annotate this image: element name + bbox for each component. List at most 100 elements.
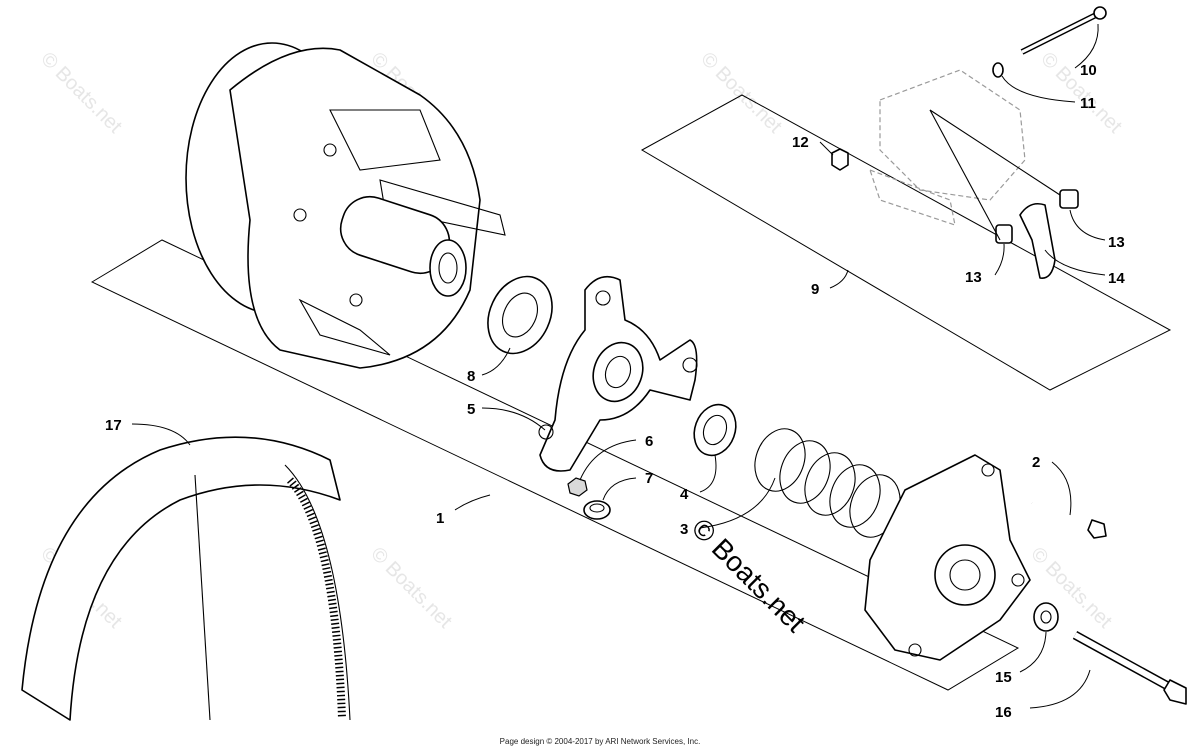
leader-7 [602, 477, 637, 501]
sheave-hub-end [429, 239, 467, 297]
leader-16 [1029, 669, 1091, 709]
leader-8 [481, 347, 511, 376]
belt-edge [194, 474, 211, 721]
callout-13: 13 [965, 269, 982, 286]
page-footer: Page design © 2004-2017 by ARI Network S… [499, 737, 701, 746]
callout-1: 1 [436, 510, 444, 527]
callout-2: 2 [1032, 454, 1040, 471]
leader-2 [1051, 461, 1072, 516]
washer-inner [1040, 610, 1052, 624]
spider-pin-hole [682, 357, 698, 373]
leader-10 [1074, 23, 1099, 69]
bolt-head [1163, 679, 1187, 705]
watermark-text: © Boats.net [36, 48, 126, 138]
leader-3 [699, 477, 776, 529]
washer-inner [501, 292, 539, 338]
assembly-line [929, 109, 1001, 241]
plate-13-a [1059, 189, 1079, 209]
callout-9: 9 [811, 281, 819, 298]
washer-8 [487, 275, 553, 355]
belt-cogs-edge [284, 464, 351, 721]
cap-rim [583, 500, 611, 520]
nut-12 [831, 148, 849, 171]
callout-8: 8 [467, 368, 475, 385]
assembly-line [929, 109, 1061, 196]
sheave-bolt-hole [349, 293, 363, 307]
bolt-10-head [1093, 6, 1107, 20]
spider-5 [538, 275, 698, 472]
spring-coil [829, 464, 881, 528]
bushing-4 [693, 403, 737, 457]
cover-plate [864, 454, 1031, 661]
plate-13-b [995, 224, 1013, 244]
cap-screw-2 [1031, 501, 1107, 539]
ghost-arm [879, 69, 1026, 201]
leader-14 [1044, 249, 1106, 276]
ghost-arm [869, 168, 956, 226]
callout-6: 6 [645, 433, 653, 450]
washer-15 [1033, 602, 1059, 632]
callout-4: 4 [680, 486, 689, 503]
callout-7: 7 [645, 470, 653, 487]
callout-labels: 1 2 3 4 5 6 7 8 9 10 11 12 13 13 14 15 1… [105, 62, 1125, 721]
sheave-arm [298, 298, 391, 356]
screw-head [1087, 519, 1107, 539]
leader-12 [819, 141, 834, 156]
bushing-outer [693, 403, 737, 457]
button-6 [567, 477, 588, 497]
leader-13b [994, 243, 1005, 276]
cap-7 [583, 500, 611, 520]
cover-bolt-hole [908, 643, 922, 657]
leader-15 [1019, 631, 1047, 673]
bolt-10-fill [1021, 12, 1099, 54]
leader-5 [481, 407, 546, 431]
cover-bolt-hole [1011, 573, 1025, 587]
spider-bore [604, 355, 632, 389]
spider-hub [592, 341, 644, 403]
leader-17 [131, 423, 191, 446]
belt-cogs [286, 477, 346, 719]
bolt-shank [1073, 632, 1177, 693]
drive-belt-17 [21, 436, 351, 721]
leader-11 [1001, 75, 1076, 103]
bushing-inner [702, 414, 728, 446]
spring-coil [804, 452, 856, 516]
callout-17: 17 [105, 417, 122, 434]
cover-bolt-hole [981, 463, 995, 477]
main-watermark: © Boats.net [686, 512, 812, 638]
assembly-frame-9 [640, 94, 1172, 391]
screw-shank-fill [1031, 501, 1093, 529]
callout-3: 3 [680, 521, 688, 538]
callout-15: 15 [995, 669, 1012, 686]
callout-16: 16 [995, 704, 1012, 721]
button-body [567, 477, 588, 497]
sheave-bolt-hole [293, 208, 307, 222]
spring-3 [754, 428, 901, 538]
sheave-arm [329, 109, 441, 171]
leader-1 [454, 494, 491, 511]
weight-14 [1019, 202, 1056, 279]
sheave-bolt-hole [323, 143, 337, 157]
watermark-text: © Boats.net [696, 48, 786, 138]
callout-13: 13 [1108, 234, 1125, 251]
leader-6 [579, 439, 637, 481]
callout-11: 11 [1080, 95, 1096, 112]
clutch-sheave [185, 42, 506, 369]
spring-coil [754, 428, 806, 492]
watermark-text: © Boats.net [366, 543, 456, 633]
washer-outer [1033, 602, 1059, 632]
cover-bearing [949, 559, 981, 591]
washer-outer [487, 275, 553, 355]
callout-14: 14 [1108, 270, 1125, 287]
assembly-frame-1 [90, 239, 1020, 691]
callout-5: 5 [467, 401, 475, 418]
cover-hub [934, 544, 996, 606]
bolt-16 [1072, 631, 1187, 705]
leader-4 [699, 454, 717, 493]
cap-top [589, 503, 605, 513]
leader-13a [1069, 209, 1106, 241]
spider-pin-hole [595, 290, 611, 306]
spring-coil [779, 440, 831, 504]
